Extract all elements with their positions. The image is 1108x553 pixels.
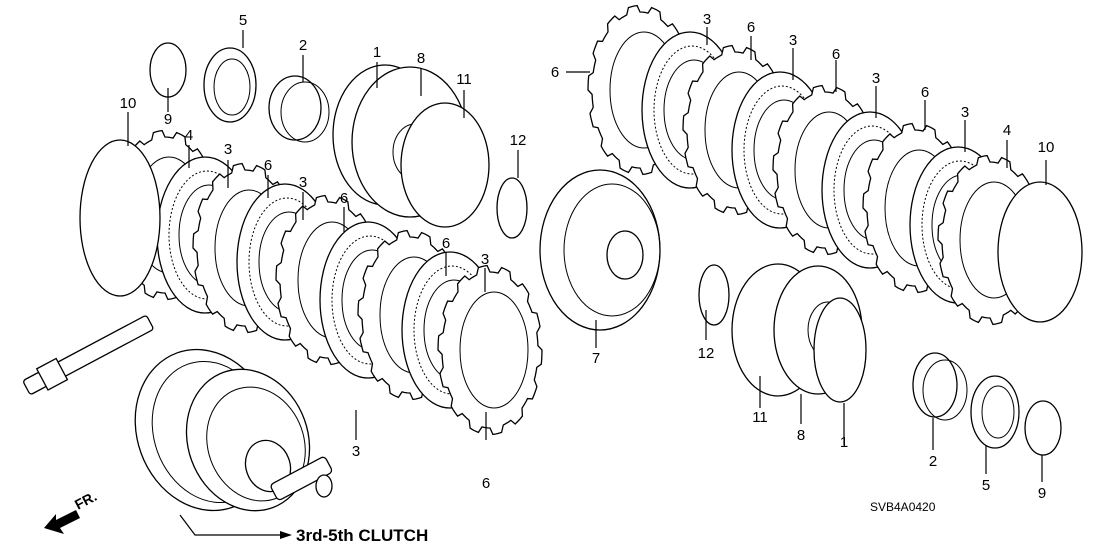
snap-ring-9 [1024, 400, 1062, 456]
callout-1: 1 [373, 44, 381, 61]
callout-3: 3 [789, 32, 797, 49]
callout-6: 6 [442, 235, 450, 252]
callout-3: 3 [299, 174, 307, 191]
callout-9: 9 [164, 111, 172, 128]
snap-ring-10 [79, 139, 161, 297]
callout-7: 7 [592, 350, 600, 367]
callout-5: 5 [239, 12, 247, 29]
diagram-code: SVB4A0420 [870, 500, 936, 514]
o-ring-1 [813, 297, 867, 403]
callout-9: 9 [1038, 485, 1046, 502]
assembly-title: 3rd-5th CLUTCH [296, 526, 428, 545]
callout-3: 3 [481, 251, 489, 268]
clutch-drum-7-hub [606, 230, 644, 280]
clutch-plate-bore [459, 291, 529, 409]
callout-11: 11 [456, 71, 472, 88]
callout-12: 12 [510, 132, 527, 149]
callout-8: 8 [797, 427, 805, 444]
callout-3: 3 [352, 443, 360, 460]
front-label: FR. [72, 488, 99, 513]
callout-4: 4 [1003, 122, 1011, 139]
callout-6: 6 [482, 475, 490, 492]
callout-12: 12 [698, 345, 715, 362]
callouts-right: 6 3 6 3 6 3 6 3 4 10 7 12 11 8 1 2 5 9 [551, 11, 1055, 502]
callout-11: 11 [752, 409, 768, 426]
callout-3: 3 [703, 11, 711, 28]
return-spring-2-coil [280, 81, 330, 143]
clutch-assembly-illustration [23, 315, 333, 512]
callout-5: 5 [982, 477, 990, 494]
callout-6: 6 [921, 84, 929, 101]
clutch-drum-7-inner [563, 183, 661, 317]
callout-6: 6 [340, 190, 348, 207]
parts-layer [79, 4, 1083, 456]
callout-8: 8 [417, 50, 425, 67]
callouts-left: 5 2 1 8 11 9 10 4 3 6 3 6 6 3 12 3 6 [120, 12, 527, 492]
callout-2: 2 [929, 453, 937, 470]
spring-retainer-5-inner [981, 385, 1015, 439]
front-direction-indicator: FR. [44, 488, 99, 534]
callout-10: 10 [120, 95, 137, 112]
clutch-plate [437, 264, 543, 436]
snap-ring-10 [997, 181, 1083, 323]
return-spring-2-coil [922, 359, 968, 421]
return-spring-2 [268, 75, 322, 141]
callout-4: 4 [185, 127, 193, 144]
front-arrow-icon [44, 510, 80, 534]
callout-6: 6 [832, 46, 840, 63]
o-ring-11 [400, 102, 490, 228]
callout-3: 3 [224, 141, 232, 158]
o-ring-12 [698, 264, 730, 326]
spring-retainer-5 [970, 375, 1020, 449]
callout-6: 6 [747, 19, 755, 36]
callout-1: 1 [840, 434, 848, 451]
o-ring-12 [496, 177, 528, 239]
callout-10: 10 [1038, 139, 1055, 156]
spring-retainer-5-inner [213, 58, 251, 116]
callout-2: 2 [299, 37, 307, 54]
callout-3: 3 [872, 70, 880, 87]
callout-6: 6 [551, 64, 559, 81]
leader-lines [127, 27, 1047, 539]
callout-6: 6 [264, 157, 272, 174]
callout-3: 3 [961, 104, 969, 121]
